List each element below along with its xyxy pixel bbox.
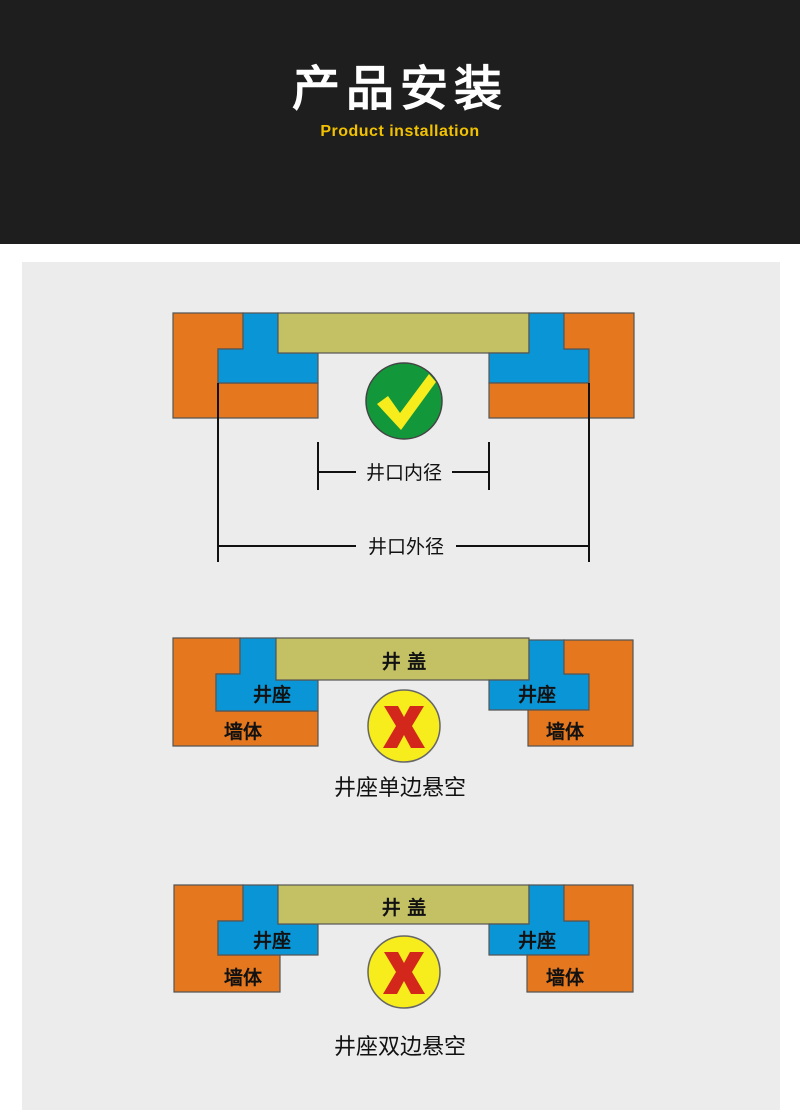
seat-right-label: 井座 bbox=[518, 929, 556, 952]
cross-mark bbox=[383, 706, 425, 748]
cover bbox=[277, 312, 530, 354]
seat-left-label: 井座 bbox=[253, 929, 291, 952]
seat-right-label: 井座 bbox=[518, 683, 556, 706]
page-title: 产品安装 bbox=[291, 61, 508, 117]
cover-label: 井 盖 bbox=[382, 650, 427, 673]
dimension-lines bbox=[217, 383, 590, 562]
check-mark bbox=[377, 374, 436, 430]
wall-right bbox=[526, 884, 634, 993]
diagram-correct bbox=[172, 312, 635, 440]
cover bbox=[277, 884, 530, 925]
outer-diameter-label: 井口外径 bbox=[368, 536, 444, 558]
cover bbox=[275, 637, 530, 681]
check-icon bbox=[365, 362, 443, 440]
wall-right-label: 墙体 bbox=[546, 720, 585, 743]
page-subtitle: Product installation bbox=[320, 123, 480, 140]
cross-mark bbox=[383, 952, 425, 994]
seat-left-label: 井座 bbox=[253, 683, 291, 706]
caption-double: 井座双边悬空 bbox=[333, 1035, 466, 1060]
inner-diameter-label: 井口内径 bbox=[366, 462, 442, 484]
wall-left-label: 墙体 bbox=[224, 720, 263, 743]
wall-right-label: 墙体 bbox=[546, 966, 585, 989]
cover-label: 井 盖 bbox=[382, 896, 427, 919]
wall-left-label: 墙体 bbox=[224, 966, 263, 989]
diagram-single bbox=[172, 637, 634, 763]
header-banner: 产品安装 Product installation bbox=[0, 0, 800, 244]
diagram-double bbox=[173, 884, 634, 1009]
caption-single: 井座单边悬空 bbox=[333, 776, 466, 801]
wall-right bbox=[527, 639, 634, 747]
